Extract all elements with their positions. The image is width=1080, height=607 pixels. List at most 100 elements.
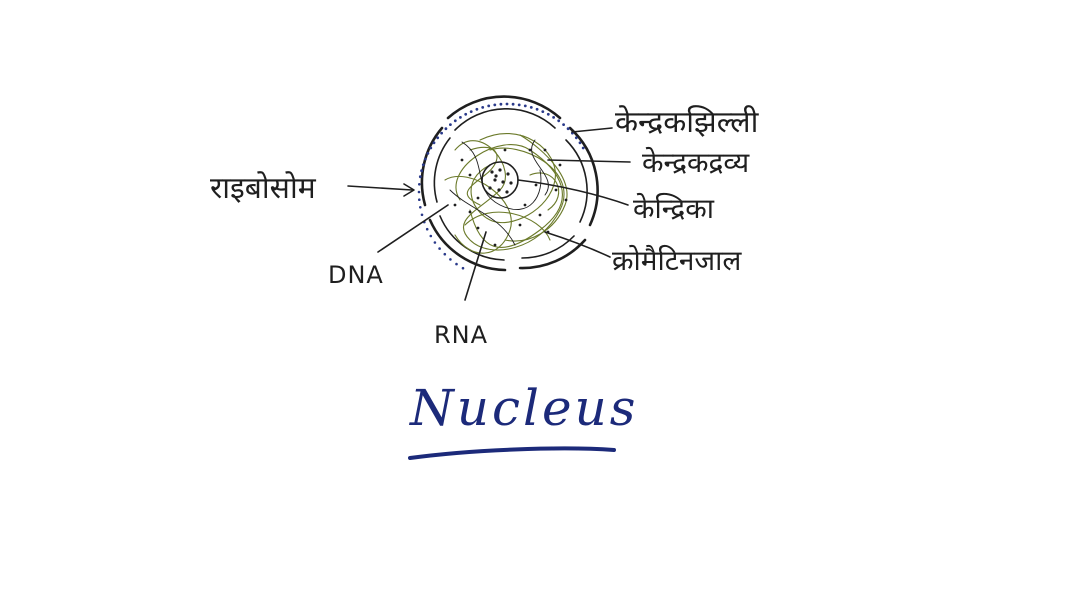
- ribosome-dot: [493, 103, 497, 107]
- ribosome-dot: [432, 141, 436, 145]
- ribosome-dot: [487, 104, 491, 108]
- nucleolus-dot: [497, 188, 501, 192]
- nucleoplasm-dots: [453, 148, 568, 247]
- ribosome-dots: [417, 102, 585, 270]
- nucleoplasm-dot: [468, 173, 472, 177]
- nucleolus-dot: [509, 181, 513, 185]
- ribosome-dot: [455, 262, 458, 266]
- ribosome-dot: [566, 127, 570, 131]
- label-rna: RNA: [434, 321, 488, 349]
- label-dna: DNA: [328, 261, 384, 289]
- ribosome-dot: [581, 146, 585, 150]
- ribosome-dot: [420, 213, 424, 217]
- ribosome-dot: [440, 131, 443, 135]
- ribosome-dot: [426, 152, 430, 155]
- ribosome-dot: [499, 102, 503, 106]
- nucleoplasm-dot: [503, 148, 507, 152]
- ribosome-dot: [418, 198, 421, 201]
- nucleolus: [481, 161, 519, 199]
- nucleolus-dot: [501, 180, 505, 184]
- ribosome-arrowhead: [403, 183, 415, 197]
- nucleoplasm-dot: [543, 148, 547, 152]
- ribosome-dot: [578, 141, 582, 145]
- nucleoplasm-dot: [538, 213, 542, 217]
- ribosome-dot: [459, 116, 462, 119]
- nucleoplasm-dot: [564, 198, 568, 202]
- ribosome-dot: [574, 136, 578, 140]
- rna-leader: [464, 231, 487, 301]
- nucleolus-dot: [490, 170, 494, 174]
- ribosome-dot: [552, 116, 555, 119]
- nucleolus-dot: [505, 190, 509, 194]
- ribosome-dot: [505, 102, 509, 106]
- membrane-leader: [571, 127, 613, 133]
- ribosome-dot: [421, 163, 425, 167]
- chromatin-network: [444, 133, 568, 254]
- diagram-title: Nucleus: [409, 379, 638, 437]
- nucleoplasm-dot: [518, 223, 522, 227]
- ribosome-dot: [523, 104, 527, 108]
- ribosome-dot: [562, 123, 565, 126]
- nucleoplasm-dot: [460, 158, 464, 162]
- nucleus: [417, 95, 599, 272]
- nucleolus-dot: [506, 172, 510, 176]
- ribosome-dot: [429, 146, 433, 150]
- nucleoplasm-leader: [547, 159, 631, 163]
- nucleoplasm-dot: [476, 196, 480, 200]
- ribosome-dot: [449, 123, 452, 126]
- ribosome-dot: [535, 107, 539, 111]
- nucleoplasm-dot: [523, 203, 527, 207]
- ribosome-dot: [418, 175, 422, 179]
- label-nucleolus: केन्द्रिका: [633, 192, 715, 225]
- ribosome-dot: [464, 112, 468, 116]
- nucleolus-dot: [493, 178, 497, 182]
- ribosome-dot: [475, 107, 479, 111]
- ribosome-dot: [436, 136, 440, 140]
- chromatin-leader: [544, 231, 611, 258]
- ribosome-dot: [511, 102, 515, 106]
- nucleolus-dot: [498, 168, 502, 172]
- label-ribosome: राइबोसोम: [210, 171, 317, 206]
- nucleoplasm-dot: [528, 148, 532, 152]
- title-underline: [408, 446, 616, 460]
- nucleoplasm-dot: [476, 226, 480, 230]
- ribosome-dot: [541, 110, 545, 113]
- nucleoplasm-dot: [558, 163, 562, 167]
- leader-lines: [347, 127, 631, 301]
- nucleolus-leader: [517, 179, 629, 206]
- ribosome-dot: [417, 190, 421, 194]
- nucleoplasm-dot: [534, 183, 538, 187]
- label-nucleoplasm: केन्द्रकद्रव्य: [642, 146, 750, 179]
- nucleoplasm-dot: [468, 210, 472, 214]
- nucleoplasm-dot: [493, 243, 497, 247]
- nucleolus-dot: [488, 186, 492, 190]
- ribosome-dot: [425, 227, 429, 231]
- ribosome-dot: [443, 252, 447, 256]
- ribosome-dot: [449, 258, 452, 261]
- ribosome-dot: [557, 119, 561, 123]
- nucleolus-dot: [494, 174, 498, 178]
- ribosome-dot: [529, 106, 533, 109]
- dna-leader: [377, 204, 449, 253]
- ribosome-dot: [420, 169, 423, 173]
- ribosome-dot: [419, 206, 422, 209]
- ribosome-dot: [429, 234, 433, 238]
- ribosome-dot: [444, 127, 448, 131]
- ribosome-dot: [546, 112, 550, 116]
- ribosome-dot: [469, 110, 473, 113]
- ribosome-dot: [481, 106, 485, 109]
- ribosome-dot: [418, 183, 421, 186]
- label-nuclear-membrane: केन्द्रकझिल्ली: [615, 105, 760, 140]
- ribosome-arrow: [347, 185, 413, 191]
- ribosome-dot: [433, 241, 437, 244]
- ribosome-dot: [517, 103, 521, 107]
- ribosome-dot: [461, 266, 465, 270]
- dna-threads: [449, 139, 549, 246]
- label-chromatin-network: क्रोमैटिनजाल: [612, 244, 742, 277]
- nucleoplasm-dot: [554, 188, 558, 192]
- ribosome-dot: [453, 119, 457, 123]
- ribosome-dot: [438, 247, 441, 250]
- ribosome-dot: [424, 157, 427, 161]
- nucleoplasm-dot: [453, 203, 457, 207]
